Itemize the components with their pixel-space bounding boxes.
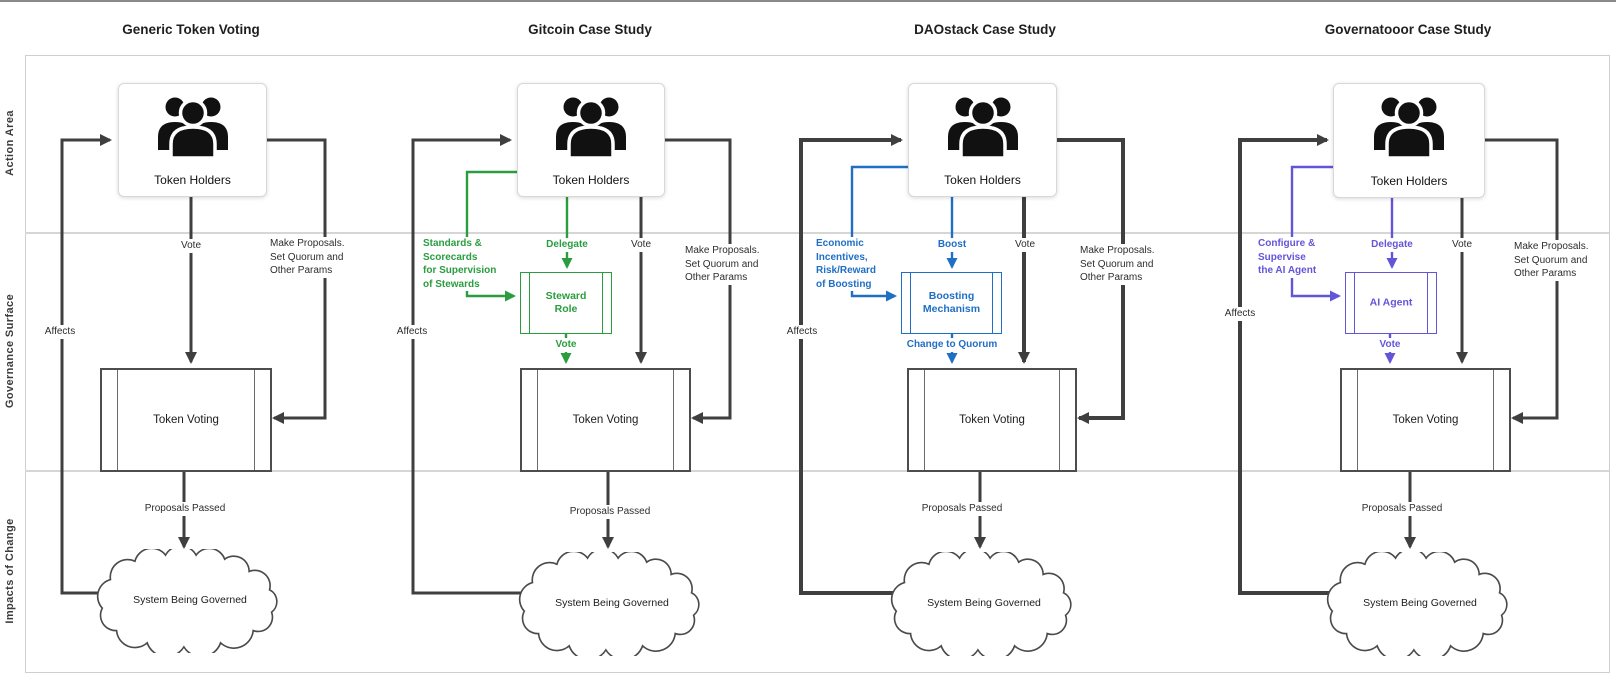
col3-vote-label: Vote: [1012, 238, 1038, 252]
col3-change-quorum-label: Change to Quorum: [904, 338, 1000, 352]
ai-agent-label: AI Agent: [1369, 296, 1413, 309]
col2-connectors: [411, 134, 732, 595]
col3-token-holders-box: Token Holders: [908, 83, 1057, 197]
col3-connectors: [799, 134, 1125, 595]
col1-proposals-passed-label: Proposals Passed: [142, 502, 228, 516]
col2-steward-vote-label: Vote: [553, 338, 579, 352]
token-voting-label: Token Voting: [153, 414, 219, 426]
col2-standards-line: [465, 170, 517, 302]
col4-affects-label: Affects: [1222, 307, 1258, 321]
token-voting-label: Token Voting: [572, 414, 639, 426]
token-voting-label: Token Voting: [1392, 414, 1459, 426]
people-group-icon: [947, 97, 1018, 158]
top-border: [0, 0, 1616, 2]
system-being-governed-label: System Being Governed: [555, 597, 669, 609]
col1-affects-label: Affects: [42, 325, 78, 339]
col4-make-proposals-label: Make Proposals. Set Quorum and Other Par…: [1512, 240, 1591, 281]
col2-title: Gitcoin Case Study: [528, 22, 652, 37]
col2-make-proposals-label: Make Proposals. Set Quorum and Other Par…: [683, 244, 762, 285]
col4-affects-line: [1238, 134, 1333, 595]
col3-make-proposals-label: Make Proposals. Set Quorum and Other Par…: [1078, 244, 1157, 285]
people-group-icon: [556, 97, 626, 158]
col4-configure-line: [1290, 165, 1341, 302]
col4-token-voting-box: Token Voting: [1340, 368, 1511, 472]
col4-ai-agent-box: AI Agent: [1345, 272, 1437, 334]
col4-proposals-passed-label: Proposals Passed: [1359, 502, 1445, 516]
token-holders-label: Token Holders: [154, 173, 231, 187]
col2-affects-line: [411, 134, 525, 595]
system-being-governed-label: System Being Governed: [927, 597, 1041, 609]
col4-delegate-label: Delegate: [1369, 238, 1415, 252]
row-divider-2: [25, 470, 1609, 472]
col1-affects-line: [60, 134, 112, 595]
col2-token-holders-box: Token Holders: [517, 83, 665, 197]
col2-token-voting-box: Token Voting: [520, 368, 691, 472]
col4-token-holders-box: Token Holders: [1333, 83, 1485, 198]
col3-boost-label: Boost: [935, 238, 969, 252]
token-holders-label: Token Holders: [944, 173, 1021, 187]
system-being-governed-label: System Being Governed: [1363, 597, 1477, 609]
col3-title: DAOstack Case Study: [914, 22, 1056, 37]
system-being-governed-label: System Being Governed: [133, 594, 247, 606]
col4-connectors: [1238, 134, 1559, 595]
token-holders-label: Token Holders: [1370, 174, 1448, 188]
token-voting-label: Token Voting: [959, 414, 1025, 426]
col3-boosting-mechanism-box: Boosting Mechanism: [901, 272, 1002, 334]
row-divider-1: [25, 232, 1609, 234]
token-holders-label: Token Holders: [552, 173, 630, 187]
col4-agent-vote-label: Vote: [1377, 338, 1403, 352]
col2-vote-label: Vote: [628, 238, 654, 252]
steward-role-label: Steward Role: [545, 290, 587, 315]
col3-incentives-line: [850, 165, 908, 302]
col2-affects-label: Affects: [394, 325, 430, 339]
col3-affects-label: Affects: [784, 325, 820, 339]
col2-proposals-passed-label: Proposals Passed: [567, 505, 653, 519]
col2-delegate-label: Delegate: [544, 238, 590, 252]
people-group-icon: [157, 97, 228, 158]
col1-connectors: [60, 134, 327, 595]
col1-vote-label: Vote: [178, 239, 204, 253]
col2-standards-label: Standards & Scorecards for Supervision o…: [421, 237, 499, 291]
col1-title: Generic Token Voting: [122, 22, 260, 37]
boosting-mechanism-label: Boosting Mechanism: [922, 290, 981, 315]
people-group-icon: [1374, 97, 1444, 158]
diagram-frame: [25, 55, 1610, 673]
col2-steward-role-box: Steward Role: [520, 272, 612, 334]
col4-configure-label: Configure & Supervise the AI Agent: [1256, 237, 1319, 278]
col4-title: Governatooor Case Study: [1324, 22, 1492, 37]
col1-make-proposals-label: Make Proposals. Set Quorum and Other Par…: [268, 237, 347, 278]
col3-proposals-passed-label: Proposals Passed: [919, 502, 1005, 516]
col3-incentives-label: Economic Incentives, Risk/Reward of Boos…: [814, 237, 879, 291]
col3-token-voting-box: Token Voting: [907, 368, 1077, 472]
col1-make-proposals-line: [266, 138, 327, 424]
col3-affects-line: [799, 134, 903, 595]
col1-token-holders-box: Token Holders: [118, 83, 267, 197]
col4-vote-label: Vote: [1449, 238, 1475, 252]
col1-token-voting-box: Token Voting: [100, 368, 272, 472]
